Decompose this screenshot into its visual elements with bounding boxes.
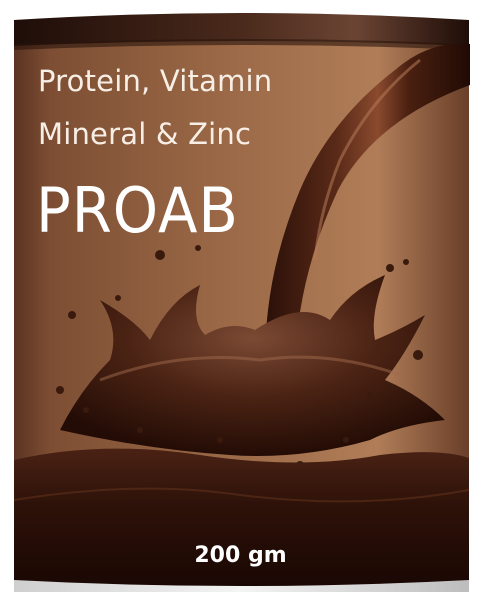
subtitle-line-2: Mineral & Zinc xyxy=(38,117,252,151)
net-weight: 200 gm xyxy=(194,543,287,568)
subtitle-line-1: Protein, Vitamin xyxy=(38,64,273,98)
brand-name: PROAB xyxy=(36,174,239,247)
